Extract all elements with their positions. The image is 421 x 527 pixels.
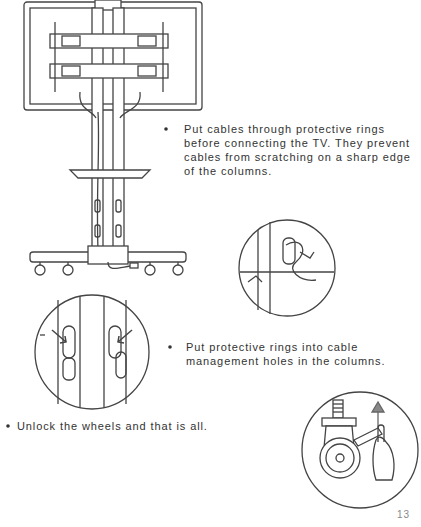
bullet — [164, 127, 168, 131]
instruction-text: Unlock the wheels and that is all. — [17, 419, 277, 433]
instruction-text: Put protective rings into cable manageme… — [186, 340, 406, 368]
column-holes-detail — [35, 295, 149, 409]
tv-stand — [24, 0, 202, 275]
wheel-detail — [302, 392, 418, 508]
bullet — [168, 345, 172, 349]
page-number: 13 — [397, 508, 417, 522]
instruction-text: Put cables through protective rings befo… — [184, 122, 414, 178]
bullet — [6, 424, 10, 428]
ring-detail — [239, 220, 335, 316]
